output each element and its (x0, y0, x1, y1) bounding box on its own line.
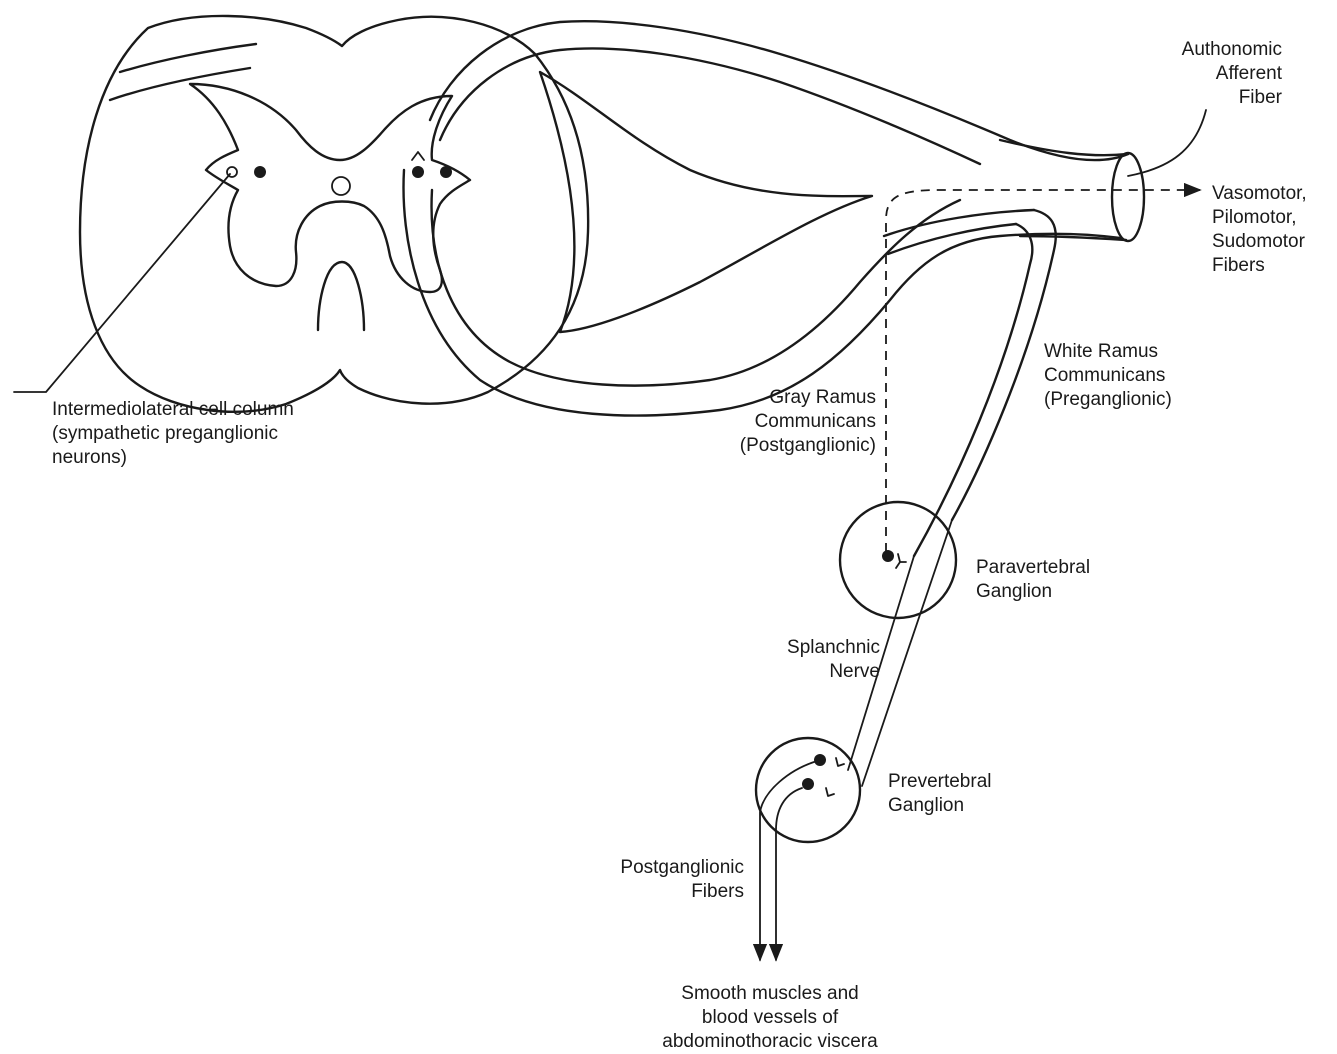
postganglionic-fibers-label: Postganglionic Fibers (580, 856, 744, 904)
anterior-fissure (318, 262, 364, 330)
target-label: Smooth muscles and blood vessels of abdo… (600, 982, 940, 1054)
ganglion-chamber (540, 72, 872, 332)
white-ramus-outer (952, 210, 1056, 520)
spinal-cord-outline (80, 16, 588, 412)
left-lateral-horn-cell (254, 166, 266, 178)
paravertebral-ganglion-label: Paravertebral Ganglion (976, 556, 1126, 604)
gray-matter (190, 84, 470, 292)
left-dorsal-boundary-2 (110, 68, 250, 100)
right-lateral-horn-cell-2 (440, 166, 452, 178)
prevertebral-neuron-1 (814, 754, 826, 766)
splanchnic-nerve-label: Splanchnic Nerve (740, 636, 880, 684)
prevertebral-synapse-1 (836, 758, 844, 766)
prevertebral-synapse-2 (826, 788, 834, 796)
prevertebral-neuron-2 (802, 778, 814, 790)
cell-column-pointer (14, 174, 230, 392)
dorsal-root-inner (440, 48, 980, 164)
ventral-root-inner (432, 190, 960, 386)
cell-column-label: Intermediolateral cell column (sympathet… (52, 398, 352, 470)
right-lateral-horn-cell-1 (412, 166, 424, 178)
afferent-fiber-label: Authonomic Afferent Fiber (1130, 38, 1282, 110)
left-dorsal-boundary (120, 44, 256, 72)
central-canal (332, 177, 350, 195)
paravertebral-synapse (896, 554, 906, 568)
white-ramus-label: White Ramus Communicans (Preganglionic) (1044, 340, 1224, 412)
postganglionic-fiber-2 (776, 788, 802, 960)
gray-ramus-label: Gray Ramus Communicans (Postganglionic) (700, 386, 876, 458)
synapse-terminal (412, 152, 424, 160)
prevertebral-ganglion-label: Prevertebral Ganglion (888, 770, 1038, 818)
white-ramus-inner (914, 224, 1032, 556)
spinal-nerve-cross-section (1112, 153, 1144, 241)
dorsal-root-outer (430, 21, 1128, 160)
motor-fibers-label: Vasomotor, Pilomotor, Sudomotor Fibers (1212, 182, 1332, 278)
postganglionic-fiber-1 (760, 762, 814, 960)
paravertebral-neuron (882, 550, 894, 562)
